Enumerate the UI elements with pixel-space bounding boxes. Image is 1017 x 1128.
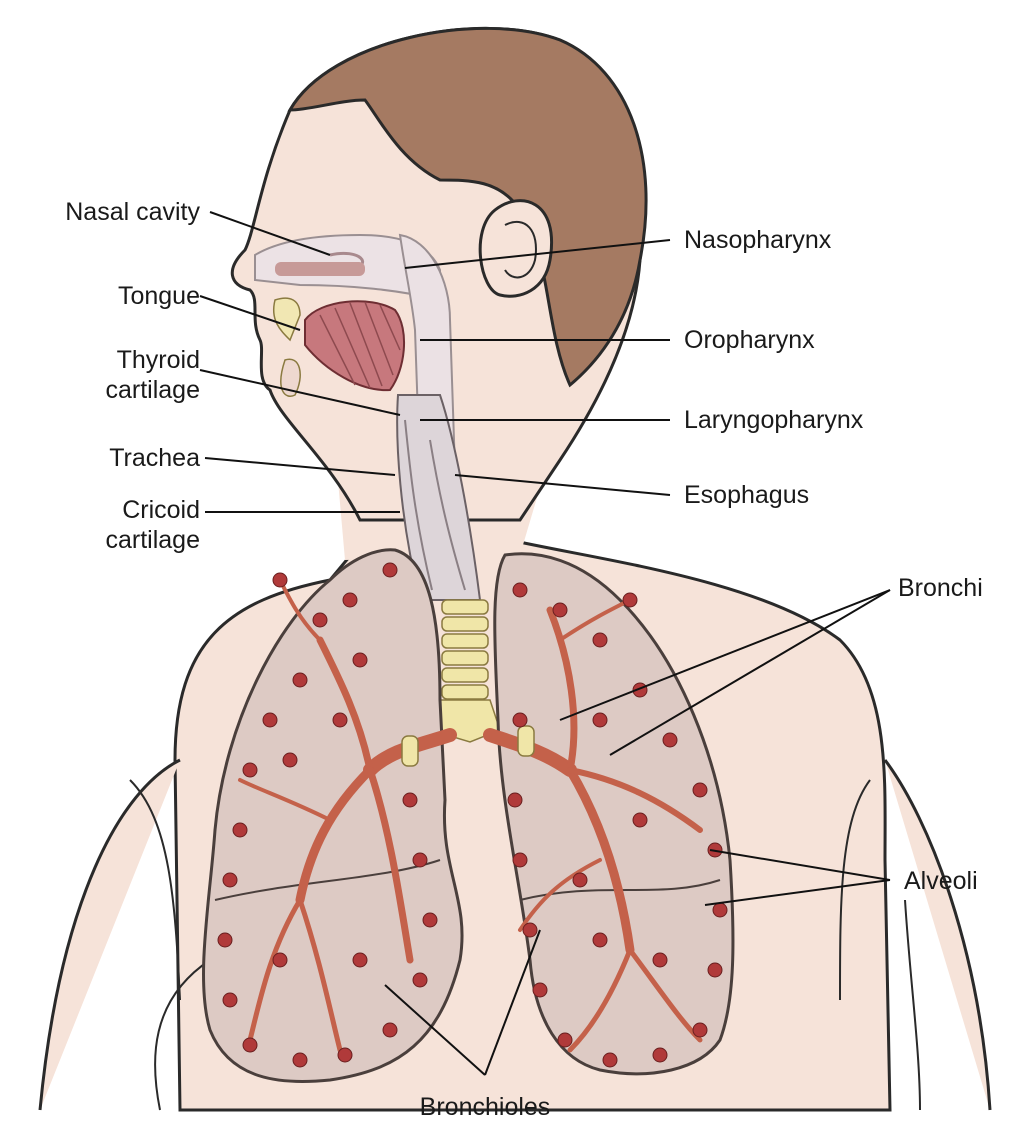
label-nasal-cavity: Nasal cavity	[10, 197, 200, 227]
label-cricoid-cartilage: Cricoid cartilage	[10, 495, 200, 555]
left-arm	[40, 760, 180, 1110]
right-arm	[885, 760, 990, 1110]
label-trachea: Trachea	[10, 443, 200, 473]
label-thyroid-line1: Thyroid	[10, 345, 200, 375]
label-cricoid-line1: Cricoid	[10, 495, 200, 525]
label-esophagus: Esophagus	[684, 480, 809, 510]
label-nasopharynx: Nasopharynx	[684, 225, 831, 255]
ear	[480, 201, 551, 297]
label-laryngopharynx: Laryngopharynx	[684, 405, 863, 435]
label-thyroid-cartilage: Thyroid cartilage	[10, 345, 200, 405]
label-tongue: Tongue	[10, 281, 200, 311]
label-bronchioles: Bronchioles	[380, 1092, 590, 1122]
label-oropharynx: Oropharynx	[684, 325, 815, 355]
label-alveoli: Alveoli	[904, 866, 978, 896]
label-cricoid-line2: cartilage	[10, 525, 200, 555]
label-thyroid-line2: cartilage	[10, 375, 200, 405]
label-bronchi: Bronchi	[898, 573, 983, 603]
